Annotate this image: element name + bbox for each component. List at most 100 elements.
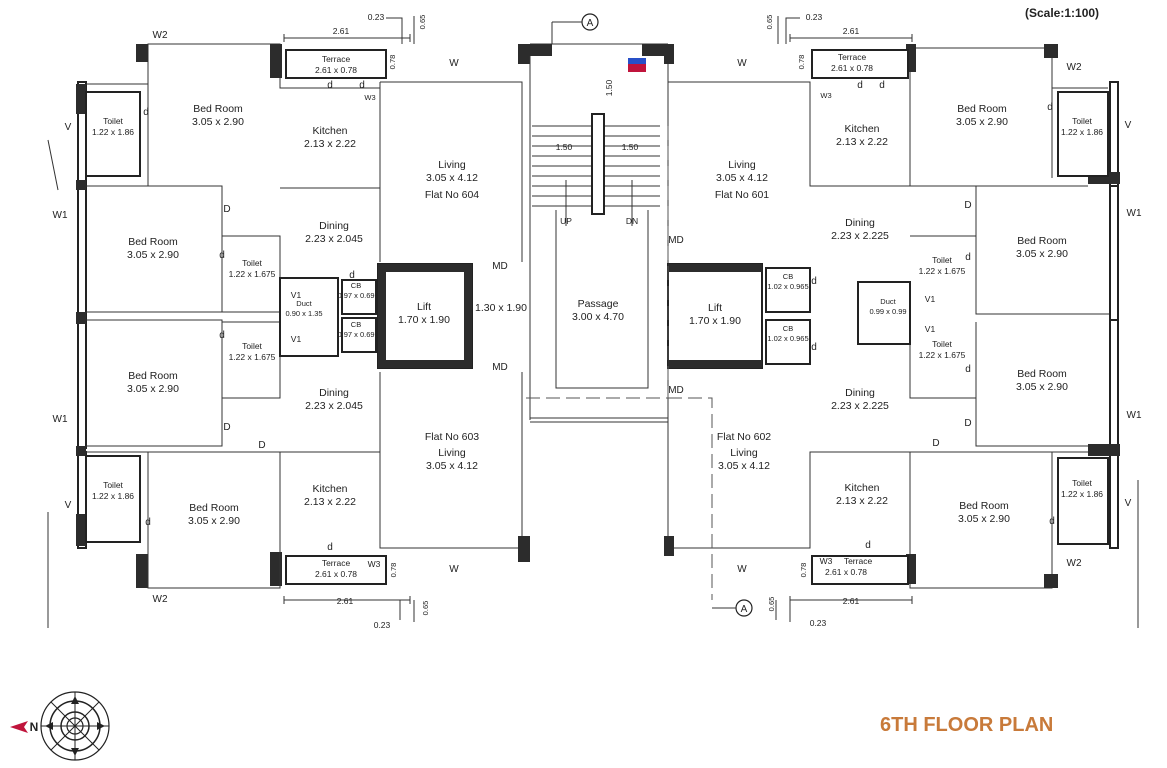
dim-label: 0.23 xyxy=(368,12,385,22)
wall-right-lower xyxy=(1109,319,1119,449)
room-name: CB xyxy=(783,272,793,281)
tag-v: V xyxy=(65,500,72,511)
room-name: Terrace xyxy=(838,52,867,62)
stair-treads xyxy=(532,113,660,215)
tag-door: D xyxy=(223,422,230,433)
tag-d: d xyxy=(1049,516,1055,527)
tag-door: D xyxy=(223,204,230,215)
terrace-left-bottom xyxy=(285,555,387,585)
wall-line xyxy=(280,187,380,453)
room-size: 3.05 x 4.12 xyxy=(718,460,770,472)
dimension-labels: 2.61 2.61 2.61 2.61 0.23 0.23 0.23 0.23 … xyxy=(333,12,860,630)
wall-line xyxy=(86,451,281,589)
wall-block xyxy=(668,264,762,272)
wall-block xyxy=(668,360,762,368)
wall-left-upper xyxy=(77,185,87,321)
room-size: 3.05 x 2.90 xyxy=(188,515,240,527)
scale-label: (Scale:1:100) xyxy=(1025,6,1100,20)
tag-w: W xyxy=(737,58,747,69)
tag-d: d xyxy=(359,80,365,91)
room-size: 2.23 x 2.045 xyxy=(305,233,363,245)
tag-v1: V1 xyxy=(291,290,302,300)
wall-block xyxy=(136,554,148,588)
dim-label: 0.23 xyxy=(810,618,827,628)
wall-right-top xyxy=(1109,81,1119,187)
tag-d: d xyxy=(811,276,817,287)
toilet-right-bottom xyxy=(1057,457,1109,545)
room-size: 1.70 x 1.90 xyxy=(398,314,450,326)
room-name: CB xyxy=(783,324,793,333)
room-size: 1.22 x 1.86 xyxy=(1061,489,1103,499)
wall-block xyxy=(1044,574,1058,588)
cb-left-bottom xyxy=(341,317,377,353)
dim-label: 0.78 xyxy=(797,55,806,70)
room-name: Dining xyxy=(845,387,875,399)
lift-right xyxy=(667,263,763,369)
tag-w2: W2 xyxy=(153,594,168,605)
room-name: Kitchen xyxy=(312,483,347,495)
room-name: Bed Room xyxy=(128,370,178,382)
room-size: 2.13 x 2.22 xyxy=(304,496,356,508)
tag-d: d xyxy=(811,342,817,353)
room-size: 3.05 x 2.90 xyxy=(958,513,1010,525)
toilet-left-top xyxy=(85,91,141,177)
dimension-lines xyxy=(283,16,913,622)
room-name: Kitchen xyxy=(844,482,879,494)
dim-label: 0.78 xyxy=(388,55,397,70)
tag-door: D xyxy=(964,418,971,429)
stair-arrow-lines xyxy=(565,180,633,226)
tag-d: d xyxy=(965,252,971,263)
tag-w: W xyxy=(449,58,459,69)
wall-line xyxy=(379,81,523,262)
duct-right xyxy=(857,281,911,345)
wall-block xyxy=(378,360,472,368)
wall-block xyxy=(518,536,530,562)
room-name: Dining xyxy=(845,217,875,229)
room-size: 2.13 x 2.22 xyxy=(836,136,888,148)
room-size: 1.22 x 1.675 xyxy=(919,266,966,276)
room-size: 1.22 x 1.86 xyxy=(92,127,134,137)
wall-line xyxy=(910,185,1112,447)
tag-d: d xyxy=(327,80,333,91)
room-name: Kitchen xyxy=(844,123,879,135)
dim-label: 2.61 xyxy=(843,26,860,36)
wall-block xyxy=(76,84,86,114)
wall-line xyxy=(86,319,223,447)
tag-d: d xyxy=(143,107,149,118)
terrace-right-bottom xyxy=(811,555,909,585)
room-size: 1.70 x 1.90 xyxy=(689,315,741,327)
room-size: 1.02 x 0.965 xyxy=(767,282,808,291)
dim-label: 0.65 xyxy=(418,15,427,30)
room-name: Passage xyxy=(578,298,619,310)
tag-v: V xyxy=(65,122,72,133)
room-name: Bed Room xyxy=(193,103,243,115)
tag-d: d xyxy=(1047,102,1053,113)
cb-left-top xyxy=(341,279,377,315)
tag-w3: W3 xyxy=(820,556,833,566)
room-name: Toilet xyxy=(242,258,262,268)
room-size: 1.22 x 1.86 xyxy=(92,491,134,501)
lobby-size: 1.30 x 1.90 xyxy=(475,302,527,314)
room-name: Terrace xyxy=(322,54,351,64)
room-name: Dining xyxy=(319,387,349,399)
room-size: 3.05 x 2.90 xyxy=(1016,381,1068,393)
compass: N xyxy=(10,691,110,761)
tag-door: D xyxy=(964,200,971,211)
wall-line xyxy=(1051,48,1108,178)
dim-label: 0.65 xyxy=(767,597,776,612)
room-size: 3.05 x 4.12 xyxy=(426,460,478,472)
flat-number: Flat No 604 xyxy=(425,189,479,201)
wall-block xyxy=(464,264,472,368)
wall-block xyxy=(1088,444,1120,456)
north-arrow-icon xyxy=(10,721,28,733)
room-size: 3.05 x 2.90 xyxy=(127,383,179,395)
tag-d: d xyxy=(145,517,151,528)
wall-block xyxy=(76,180,86,190)
room-name: Bed Room xyxy=(1017,368,1067,380)
room-size: 0.90 x 1.35 xyxy=(285,309,322,318)
dim-label: 2.61 xyxy=(843,596,860,606)
tag-md: MD xyxy=(492,261,508,272)
room-name: Terrace xyxy=(844,556,873,566)
room-size: 2.61 x 0.78 xyxy=(315,65,357,75)
room-name: CB xyxy=(351,320,361,329)
